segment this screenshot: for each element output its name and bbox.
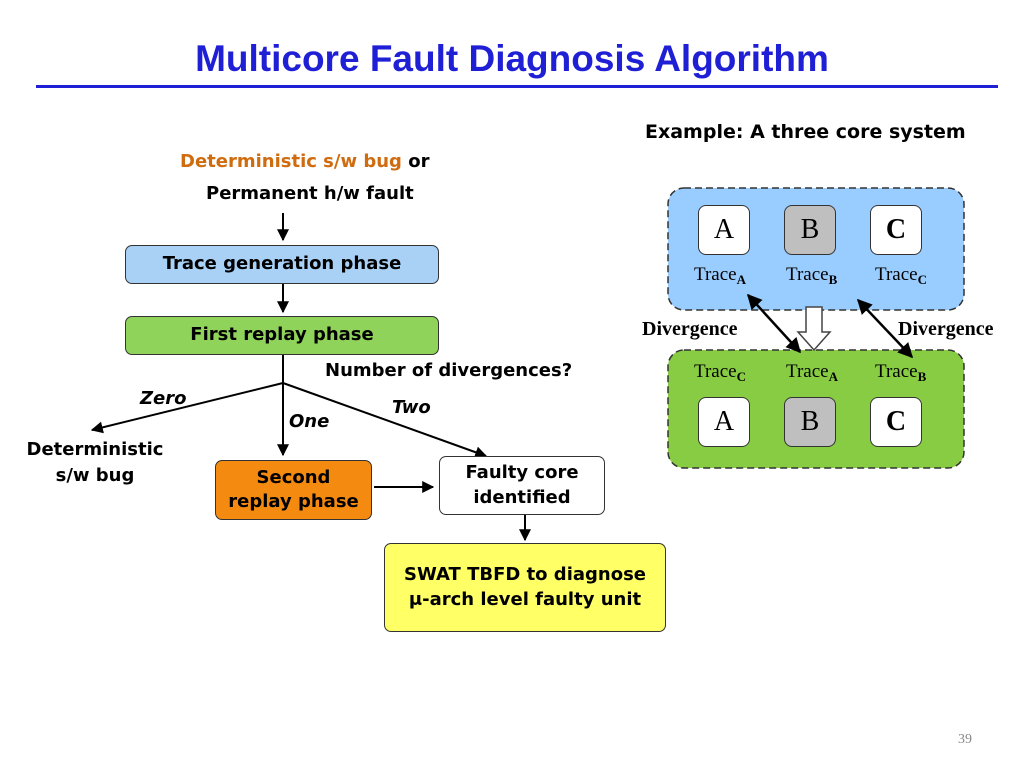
bottom-core-a: A	[698, 397, 750, 447]
top-core-a: A	[698, 205, 750, 255]
divergence-arrow-left	[746, 293, 802, 354]
deterministic-bug-result: Deterministic s/w bug	[26, 439, 164, 487]
top-trace-c: TraceC	[875, 264, 927, 287]
top-core-c: C	[870, 205, 922, 255]
first-replay-box: First replay phase	[125, 316, 439, 355]
title-underline	[36, 85, 998, 88]
hollow-down-arrow	[796, 306, 832, 352]
divergence-label-right: Divergence	[898, 318, 994, 340]
divergence-label-left: Divergence	[642, 318, 738, 340]
top-core-b: B	[784, 205, 836, 255]
branch-label-zero: Zero	[140, 388, 187, 409]
faulty-core-box: Faulty core identified	[439, 456, 605, 515]
bottom-trace-b: TraceB	[875, 361, 927, 384]
bottom-core-b: B	[784, 397, 836, 447]
divergence-question: Number of divergences?	[325, 360, 573, 381]
top-trace-b: TraceB	[786, 264, 838, 287]
input-condition-line2: Permanent h/w fault	[206, 183, 414, 204]
example-heading: Example: A three core system	[645, 121, 966, 143]
bottom-trace-a: TraceA	[786, 361, 838, 384]
branch-label-two: Two	[392, 397, 431, 418]
arrow-branch-two	[282, 382, 488, 458]
branch-label-one: One	[289, 411, 330, 432]
input-condition-line1: Deterministic s/w bug or	[180, 151, 430, 172]
second-replay-box: Second replay phase	[215, 460, 372, 520]
slide-title: Multicore Fault Diagnosis Algorithm	[195, 38, 829, 79]
bottom-trace-c: TraceC	[694, 361, 746, 384]
top-trace-a: TraceA	[694, 264, 746, 287]
swat-tbfd-box: SWAT TBFD to diagnose μ-arch level fault…	[384, 543, 666, 632]
page-number: 39	[958, 732, 972, 747]
divergence-arrow-right	[856, 298, 914, 359]
arrow-branch-zero	[90, 382, 284, 434]
trace-generation-box: Trace generation phase	[125, 245, 439, 284]
bottom-core-c: C	[870, 397, 922, 447]
